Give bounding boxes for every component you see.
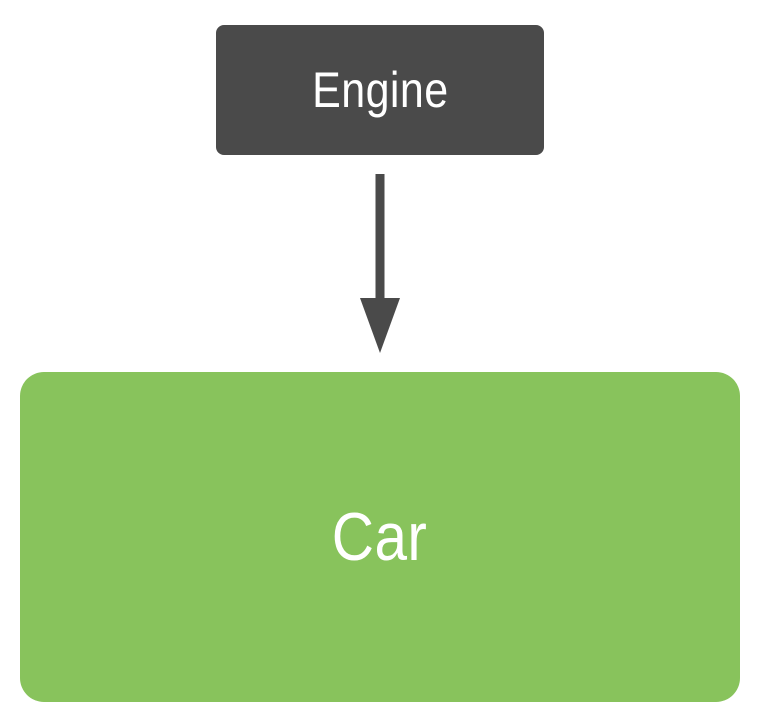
car-node: Car: [20, 372, 740, 702]
car-label: Car: [332, 499, 428, 575]
engine-label: Engine: [311, 62, 449, 118]
engine-node: Engine: [216, 25, 544, 155]
arrow-head-icon: [360, 298, 400, 353]
